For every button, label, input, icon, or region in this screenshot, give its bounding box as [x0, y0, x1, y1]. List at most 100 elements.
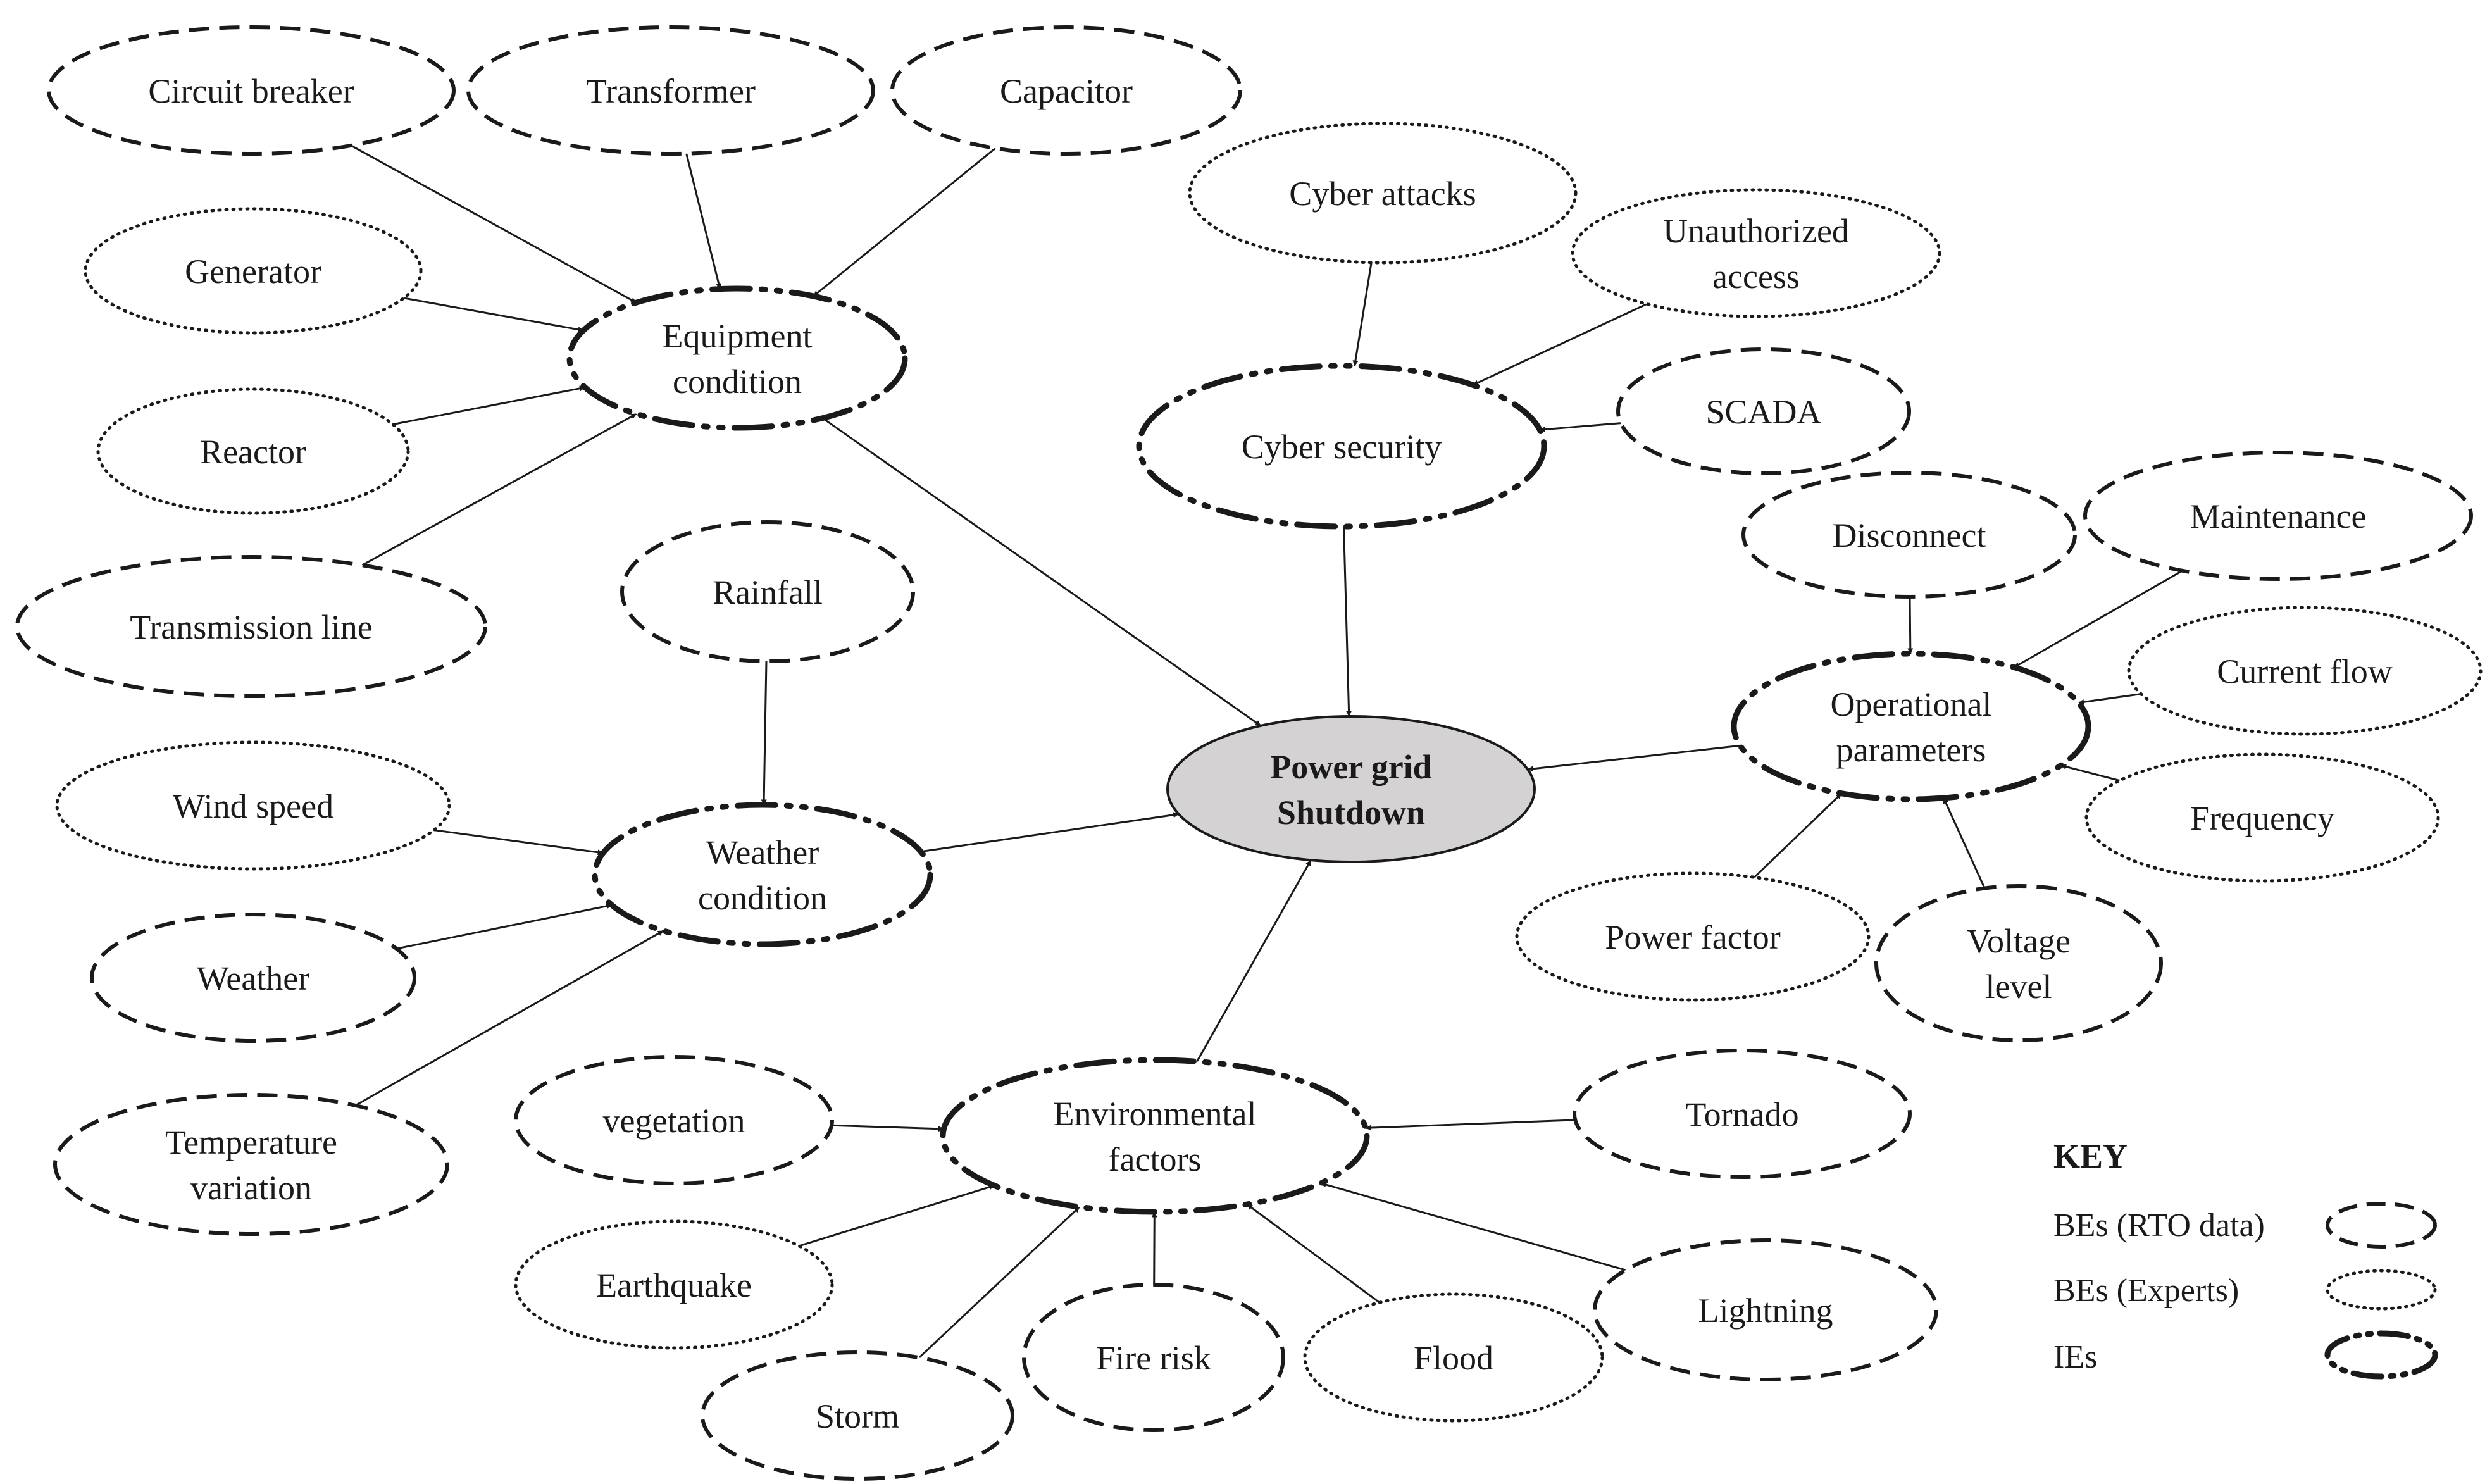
node-rainfall: Rainfall [620, 520, 915, 663]
legend-title: KEY [2053, 1137, 2128, 1175]
node-temperature-variation-label: variation [190, 1169, 312, 1207]
node-reactor-label: Reactor [200, 433, 306, 471]
node-current-flow: Current flow [2127, 606, 2483, 736]
node-center-label: Shutdown [1277, 794, 1425, 832]
node-storm-shape [701, 1350, 1014, 1481]
edge-maintenance-to-operational-parameters [2014, 570, 2183, 668]
edge-frequency-to-operational-parameters [2060, 764, 2120, 782]
node-cyber-security: Cyber security [1136, 363, 1547, 530]
node-weather-shape [90, 913, 416, 1043]
edge-equipment-condition-to-center [822, 417, 1262, 727]
node-environmental-factors-label: factors [1109, 1140, 1202, 1178]
node-temperature-variation: Temperature variation [53, 1093, 449, 1236]
node-temperature-variation-shape [53, 1093, 449, 1236]
node-transmission-line-shape [15, 555, 487, 698]
node-earthquake-label: Earthquake [596, 1266, 752, 1304]
node-transmission-line-label: Transmission line [130, 608, 373, 646]
edge-wind-speed-to-weather-condition [433, 829, 604, 856]
node-vegetation-shape [514, 1055, 834, 1185]
edge-operational-parameters-to-center [1527, 744, 1740, 772]
node-cyber-attacks-label: Cyber attacks [1289, 175, 1476, 213]
node-wind-speed-label: Wind speed [173, 787, 333, 825]
node-frequency-label: Frequency [2190, 799, 2334, 837]
node-operational-parameters-shape [1731, 651, 2091, 802]
node-current-flow-label: Current flow [2217, 652, 2392, 690]
node-equipment-condition-label: Equipment [663, 317, 813, 355]
node-wind-speed-shape [55, 740, 451, 871]
edge-cyber-attacks-to-cyber-security [1352, 262, 1373, 366]
node-lightning-shape [1593, 1238, 1938, 1381]
node-circuit-breaker-shape [47, 25, 456, 156]
node-earthquake-shape [514, 1219, 834, 1350]
node-generator: Generator [84, 207, 423, 335]
node-transmission-line: Transmission line [15, 555, 487, 698]
node-weather-condition-label: condition [698, 879, 827, 917]
legend-label-rto: BEs (RTO data) [2053, 1207, 2265, 1244]
edge-fire-risk-to-environmental-factors [1151, 1211, 1157, 1285]
node-fire-risk-label: Fire risk [1096, 1339, 1211, 1377]
node-disconnect-label: Disconnect [1833, 516, 1986, 554]
node-scada: SCADA [1616, 347, 1911, 475]
edge-weather-condition-to-center [920, 812, 1180, 853]
node-circuit-breaker-label: Circuit breaker [148, 72, 354, 110]
edge-weather-to-weather-condition [396, 903, 613, 950]
node-tornado-label: Tornado [1685, 1095, 1798, 1133]
node-voltage-level-label: Voltage [1967, 922, 2071, 960]
node-vegetation-label: vegetation [603, 1102, 745, 1140]
node-weather-label: Weather [197, 959, 310, 997]
node-fire-risk-shape [1022, 1283, 1285, 1432]
node-temperature-variation-label: Temperature [165, 1123, 337, 1161]
edge-flood-to-environmental-factors [1246, 1203, 1380, 1304]
node-cyber-attacks-shape [1188, 122, 1578, 265]
node-tornado-shape [1573, 1049, 1912, 1179]
node-capacitor-shape [890, 25, 1242, 156]
node-storm: Storm [701, 1350, 1014, 1481]
legend-symbol-ie [2324, 1330, 2438, 1380]
node-voltage-level-shape [1874, 884, 2163, 1042]
node-lightning-label: Lightning [1698, 1292, 1833, 1330]
node-unauthorized-access-shape [1571, 188, 1941, 318]
node-generator-shape [84, 207, 423, 335]
node-unauthorized-access-label: access [1712, 258, 1800, 296]
node-rainfall-label: Rainfall [713, 573, 823, 611]
node-cyber-attacks: Cyber attacks [1188, 122, 1578, 265]
node-operational-parameters-label: parameters [1836, 731, 1986, 769]
node-maintenance-shape [2083, 451, 2473, 581]
node-frequency-shape [2084, 752, 2440, 883]
node-environmental-factors-shape [940, 1057, 1370, 1215]
node-reactor: Reactor [96, 387, 410, 515]
node-circuit-breaker: Circuit breaker [47, 25, 456, 156]
legend-label-ie: IEs [2053, 1339, 2097, 1375]
node-weather: Weather [90, 913, 416, 1043]
edge-vegetation-to-environmental-factors [832, 1124, 944, 1132]
edge-voltage-level-to-operational-parameters [1943, 797, 1986, 889]
node-disconnect: Disconnect [1741, 471, 2077, 599]
node-scada-shape [1616, 347, 1911, 475]
node-flood-shape [1303, 1292, 1604, 1423]
edge-generator-to-equipment-condition [403, 297, 584, 333]
legend-symbol-rto [2326, 1202, 2437, 1249]
node-disconnect-shape [1741, 471, 2077, 599]
node-flood-label: Flood [1414, 1339, 1493, 1377]
edge-transformer-to-equipment-condition [685, 153, 722, 290]
node-weather-condition-shape [592, 802, 933, 947]
node-cyber-security-shape [1136, 363, 1547, 530]
edge-power-factor-to-operational-parameters [1754, 792, 1843, 878]
node-power-factor-shape [1515, 871, 1871, 1002]
node-tornado: Tornado [1573, 1049, 1912, 1179]
node-power-factor-label: Power factor [1605, 918, 1780, 956]
node-storm-label: Storm [816, 1397, 899, 1435]
edge-unauthorized-access-to-cyber-security [1472, 303, 1648, 386]
node-maintenance-label: Maintenance [2190, 497, 2367, 535]
node-rainfall-shape [620, 520, 915, 663]
edge-layer [351, 144, 2183, 1359]
edge-current-flow-to-operational-parameters [2078, 693, 2141, 705]
edge-cyber-security-to-center [1343, 526, 1352, 717]
edge-temperature-variation-to-weather-condition [354, 930, 664, 1107]
legend: KEY BEs (RTO data) BEs (Experts) IEs [2053, 1137, 2438, 1380]
